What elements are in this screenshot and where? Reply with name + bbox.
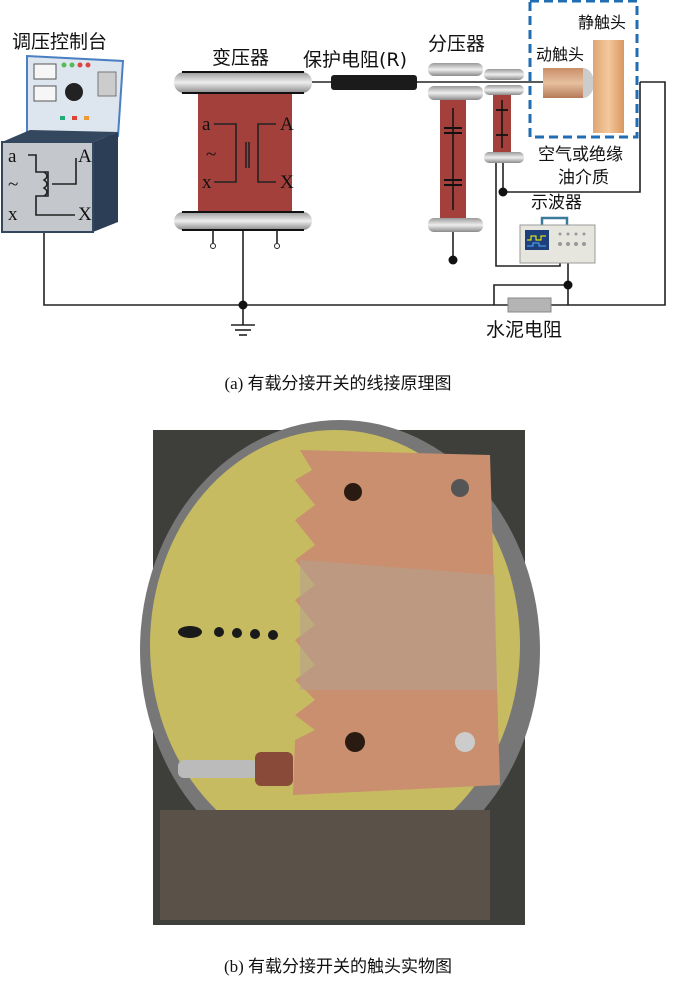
oscilloscope-label: 示波器 <box>531 193 582 213</box>
medium-label-line2: 油介质 <box>558 168 609 188</box>
cement-resistor-label: 水泥电阻 <box>486 319 562 341</box>
terminal-X: X <box>78 204 92 225</box>
moving-contact-label: 动触头 <box>536 45 584 64</box>
transformer <box>174 71 312 249</box>
caption-a: (a) 有载分接开关的线接原理图 <box>224 374 451 393</box>
protection-resistor-label: 保护电阻(R) <box>303 49 407 71</box>
junction-dot <box>498 187 508 197</box>
terminal-A: A <box>78 146 92 167</box>
test-chamber-box <box>528 0 639 139</box>
junction-dot <box>448 255 458 265</box>
terminal-x: x <box>8 204 18 225</box>
transformer-terminal-a: a <box>202 114 211 135</box>
medium-label-line1: 空气或绝缘 <box>538 145 623 165</box>
ground-icon <box>231 324 255 336</box>
caption-b: (b) 有载分接开关的触头实物图 <box>224 957 452 976</box>
control-console <box>1 54 125 233</box>
divider-label: 分压器 <box>428 33 485 55</box>
contact-photo <box>140 420 540 925</box>
transformer-terminal-X: X <box>280 172 294 193</box>
transformer-terminal-A: A <box>280 114 294 135</box>
moving-contact <box>543 68 583 98</box>
terminal-a: a <box>8 146 17 167</box>
transformer-ac-symbol: ~ <box>206 144 216 165</box>
moving-contact-tip <box>583 68 594 98</box>
transformer-label: 变压器 <box>212 47 269 69</box>
junction-dot <box>563 280 573 290</box>
voltage-divider-small <box>484 69 524 163</box>
static-contact <box>593 40 624 133</box>
console-label: 调压控制台 <box>12 31 107 53</box>
protection-resistor <box>331 75 417 90</box>
cement-resistor <box>507 297 552 313</box>
static-contact-label: 静触头 <box>578 13 626 32</box>
junction-dot <box>238 300 248 310</box>
transformer-terminal-x: x <box>202 172 212 193</box>
oscilloscope <box>519 216 596 264</box>
ac-symbol: ~ <box>8 174 18 195</box>
voltage-divider-main <box>428 63 483 232</box>
